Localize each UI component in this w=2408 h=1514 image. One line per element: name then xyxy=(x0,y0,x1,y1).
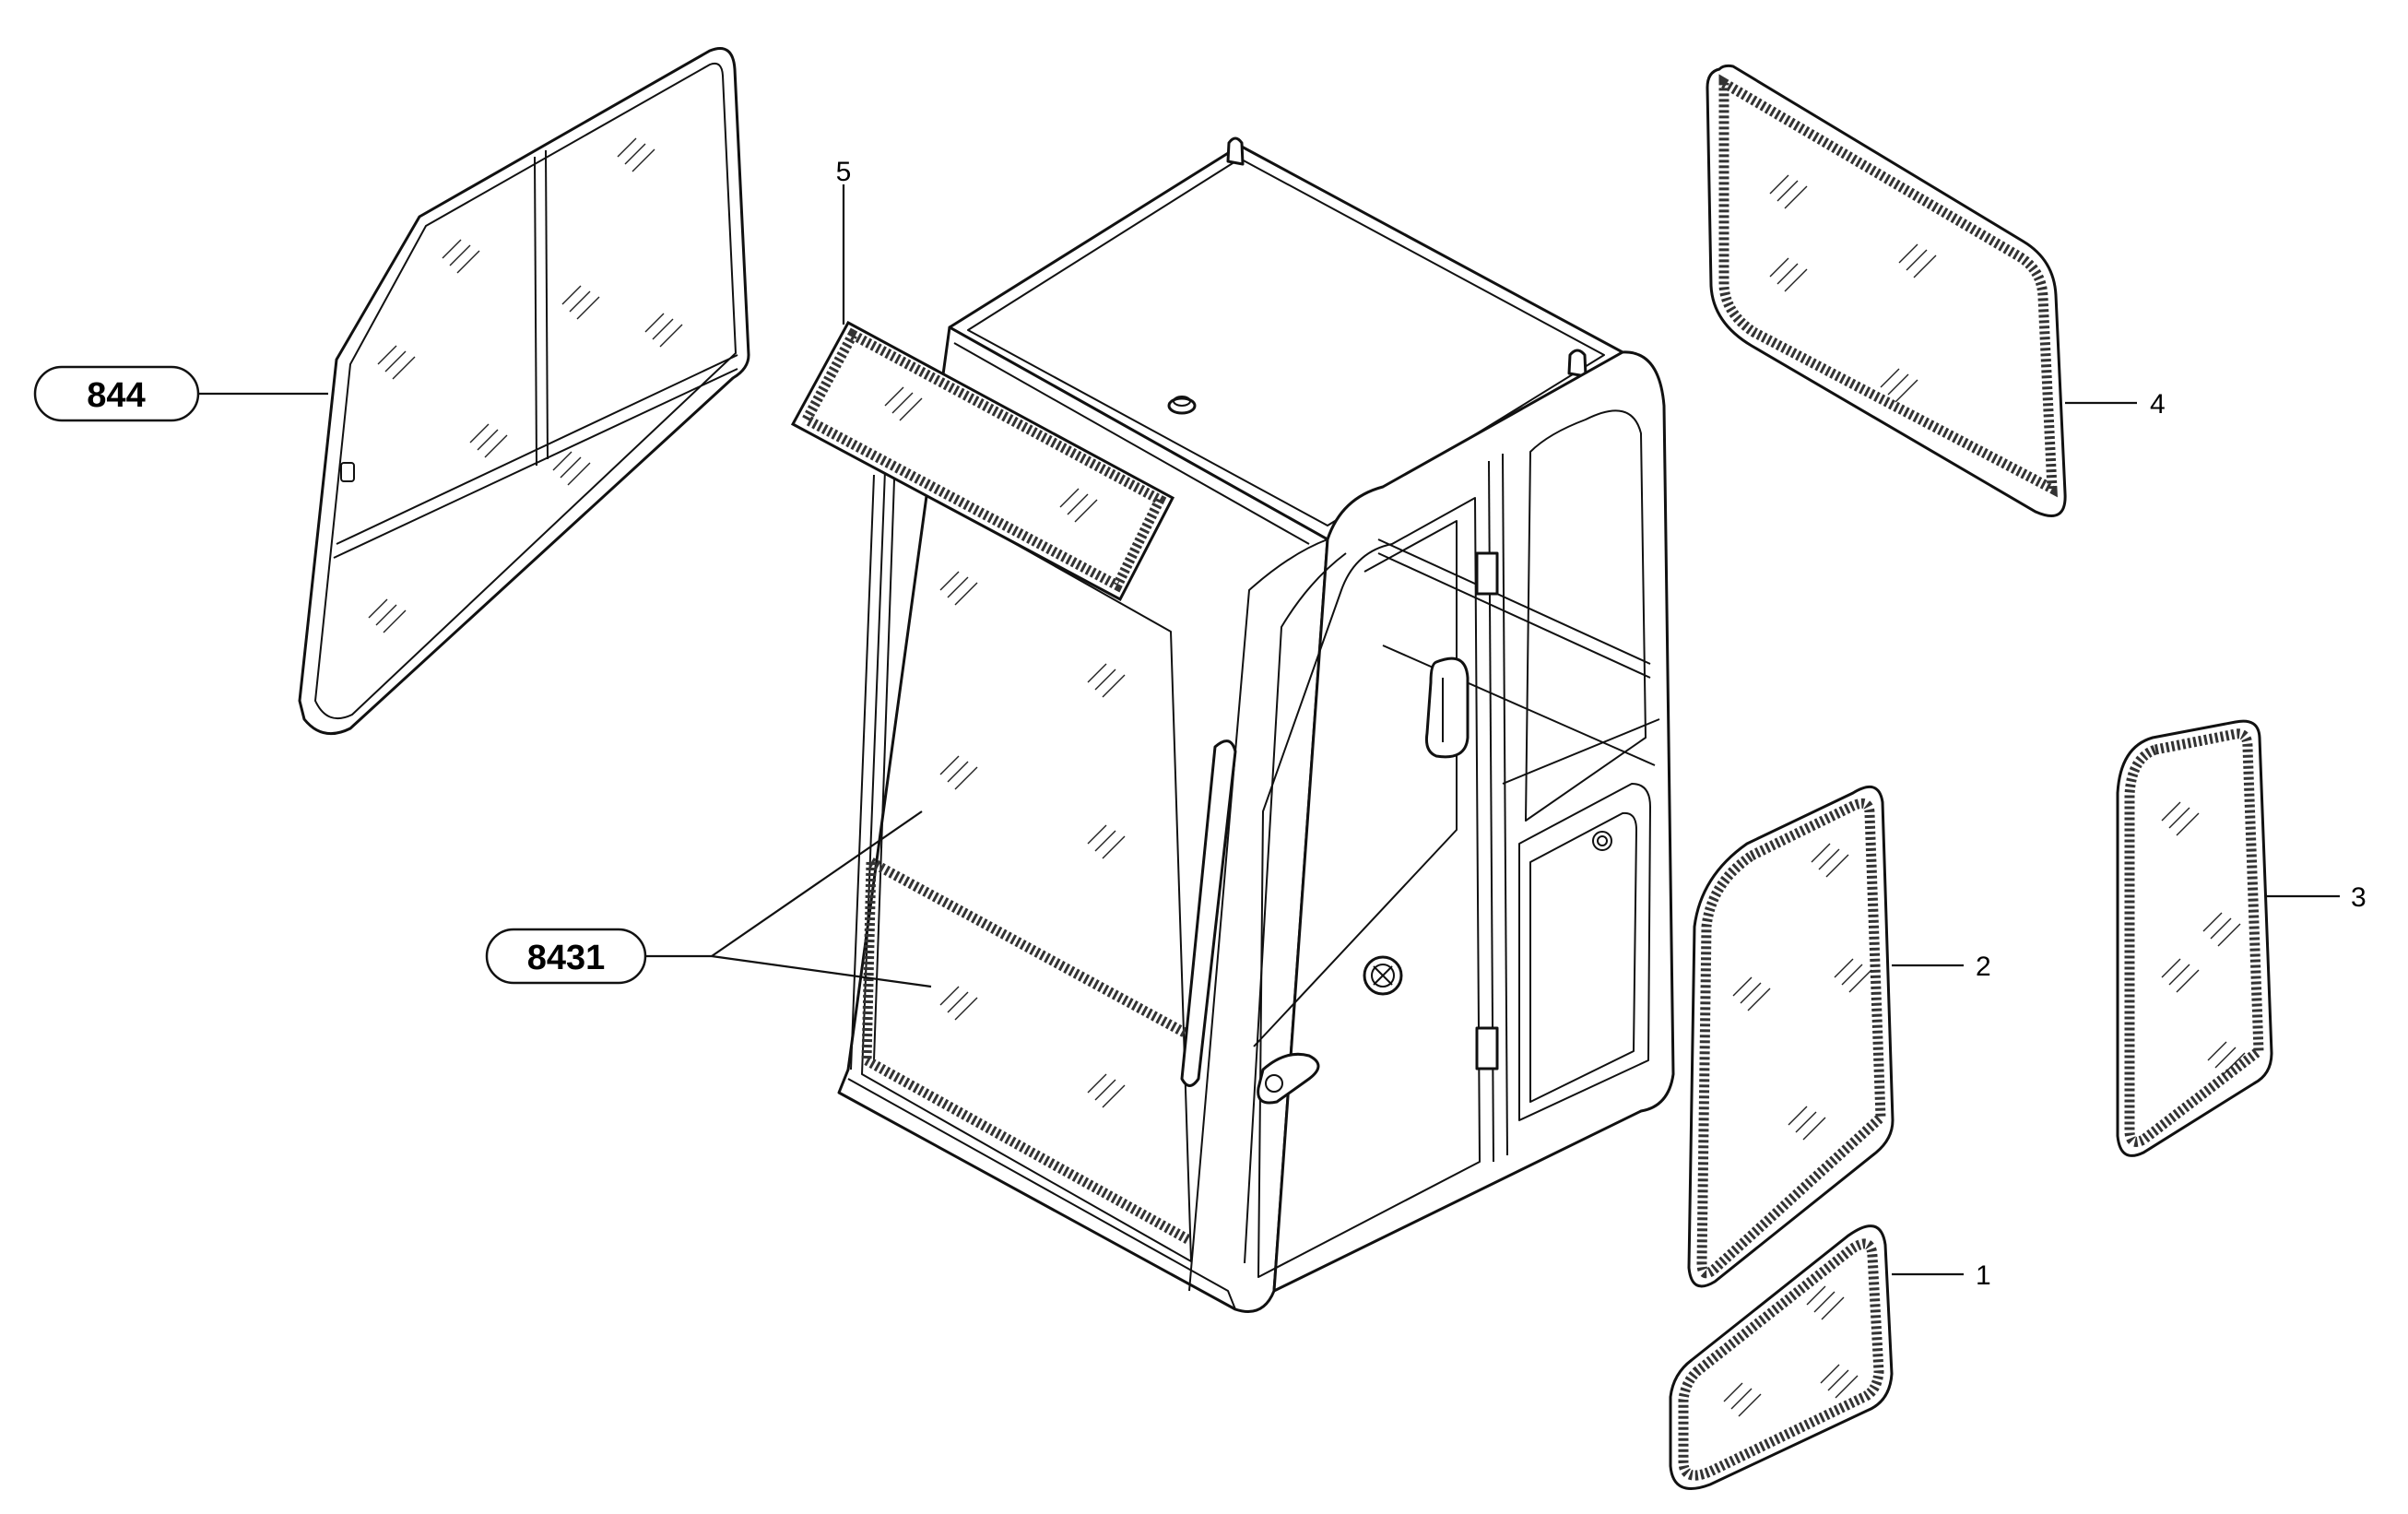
callout-leaders xyxy=(198,184,2340,1276)
item-number-4: 4 xyxy=(2150,389,2166,420)
reference-callout-8431: 8431 xyxy=(485,928,647,985)
rear-glass-part-4 xyxy=(1706,64,2067,517)
side-glass-part-2 xyxy=(1687,785,1895,1288)
item-number-5: 5 xyxy=(836,157,852,187)
reference-callout-844: 844 xyxy=(33,365,200,422)
side-glass-part-3 xyxy=(2116,719,2273,1157)
ref-label-844: 844 xyxy=(87,376,145,415)
item-number-1: 1 xyxy=(1976,1260,1991,1291)
cab-body xyxy=(837,136,1675,1313)
roof-window-part-5 xyxy=(790,320,1175,602)
side-glass-part-1 xyxy=(1669,1224,1894,1490)
item-number-3: 3 xyxy=(2351,882,2367,913)
door-glass-844 xyxy=(298,47,750,736)
item-number-2: 2 xyxy=(1976,952,1991,982)
ref-label-8431: 8431 xyxy=(527,939,606,977)
